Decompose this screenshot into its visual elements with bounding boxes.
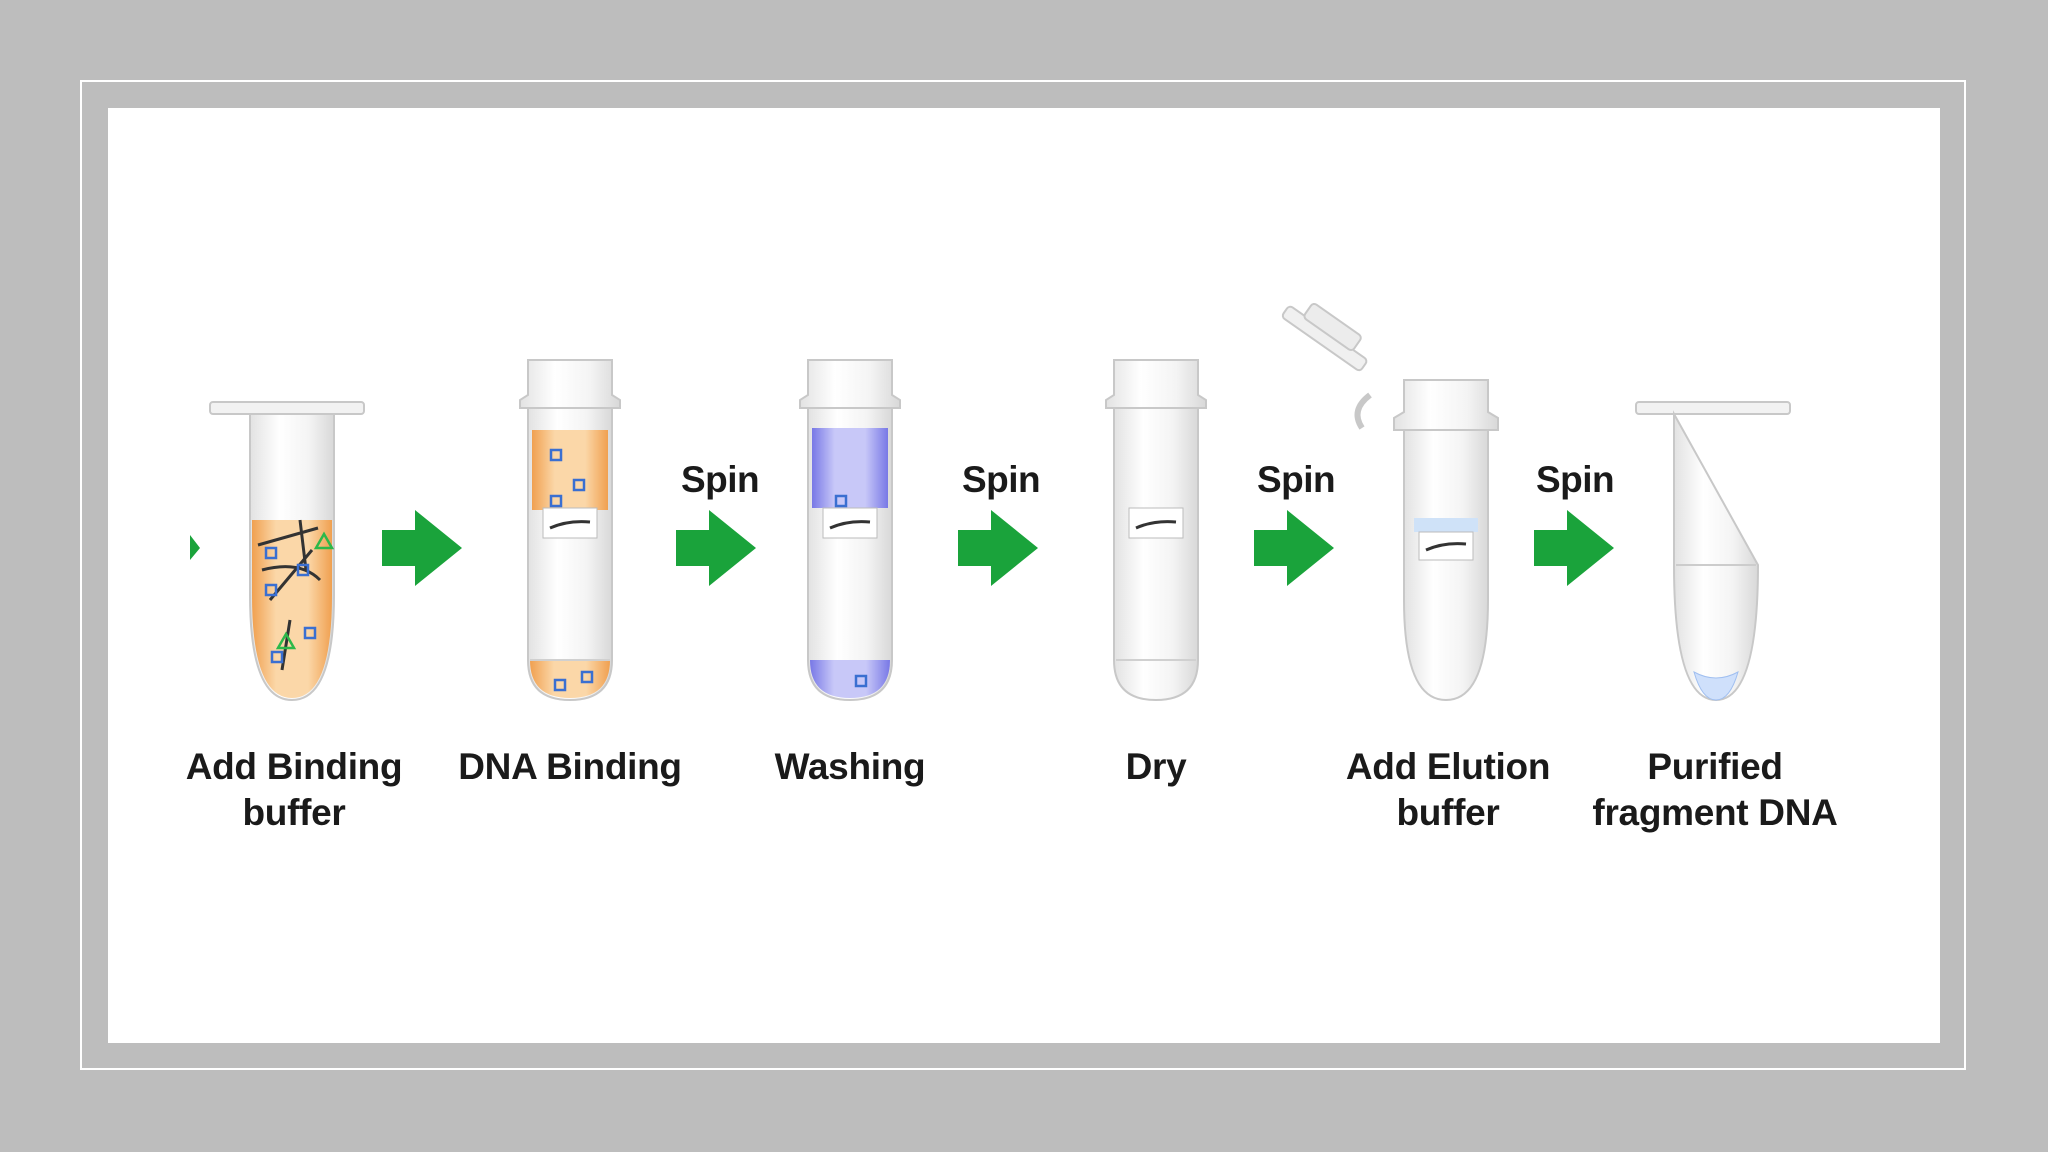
tube-add-binding-buffer (209, 401, 365, 702)
arrow-icon-2 (676, 510, 756, 586)
step-label-washing: Washing (774, 746, 926, 787)
step-label-dna-binding: DNA Binding (458, 746, 682, 787)
spin-label-3: Spin (1257, 459, 1336, 500)
partial-arrow-icon (190, 535, 200, 560)
arrow-icon-5 (1534, 510, 1614, 586)
column-dry (1105, 359, 1207, 702)
column-washing (799, 359, 901, 702)
spin-label-1: Spin (681, 459, 760, 500)
outer-frame (80, 80, 1966, 1070)
arrow-icon-3 (958, 510, 1038, 586)
tube-purified-dna (1635, 401, 1791, 702)
tube-add-elution-buffer (1281, 302, 1499, 702)
step-label-dry: Dry (1125, 746, 1187, 787)
spin-label-4: Spin (1536, 459, 1615, 500)
spin-label-2: Spin (962, 459, 1041, 500)
column-dna-binding (519, 359, 621, 702)
arrow-icon-4 (1254, 510, 1334, 586)
diagram-panel (108, 108, 1940, 1043)
arrow-icon-1 (382, 510, 462, 586)
